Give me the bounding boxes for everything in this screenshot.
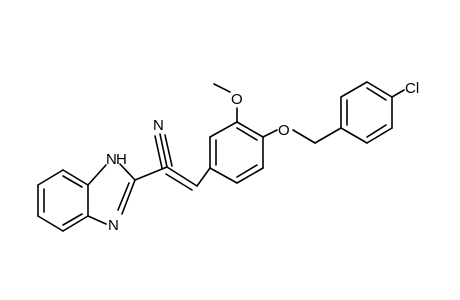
chlorophenyl-ring xyxy=(340,81,405,144)
imidazole-ring xyxy=(87,163,136,225)
nh-hydrogen-label: H xyxy=(116,151,127,168)
benzyloxy-linker xyxy=(262,127,342,144)
methoxy-group xyxy=(213,83,238,123)
imine-nitrogen-label: N xyxy=(108,217,119,234)
nitrile-nitrogen-label: N xyxy=(153,117,164,134)
acrylonitrile-linker xyxy=(134,133,211,191)
ether-oxygen-label: O xyxy=(278,122,290,139)
central-benzene-ring xyxy=(209,121,264,184)
chlorine-label: Cl xyxy=(405,80,419,97)
benzimidazole-benzene-ring xyxy=(37,169,89,232)
methoxy-oxygen-label: O xyxy=(231,91,243,108)
nh-nitrogen-label: N xyxy=(106,151,117,168)
